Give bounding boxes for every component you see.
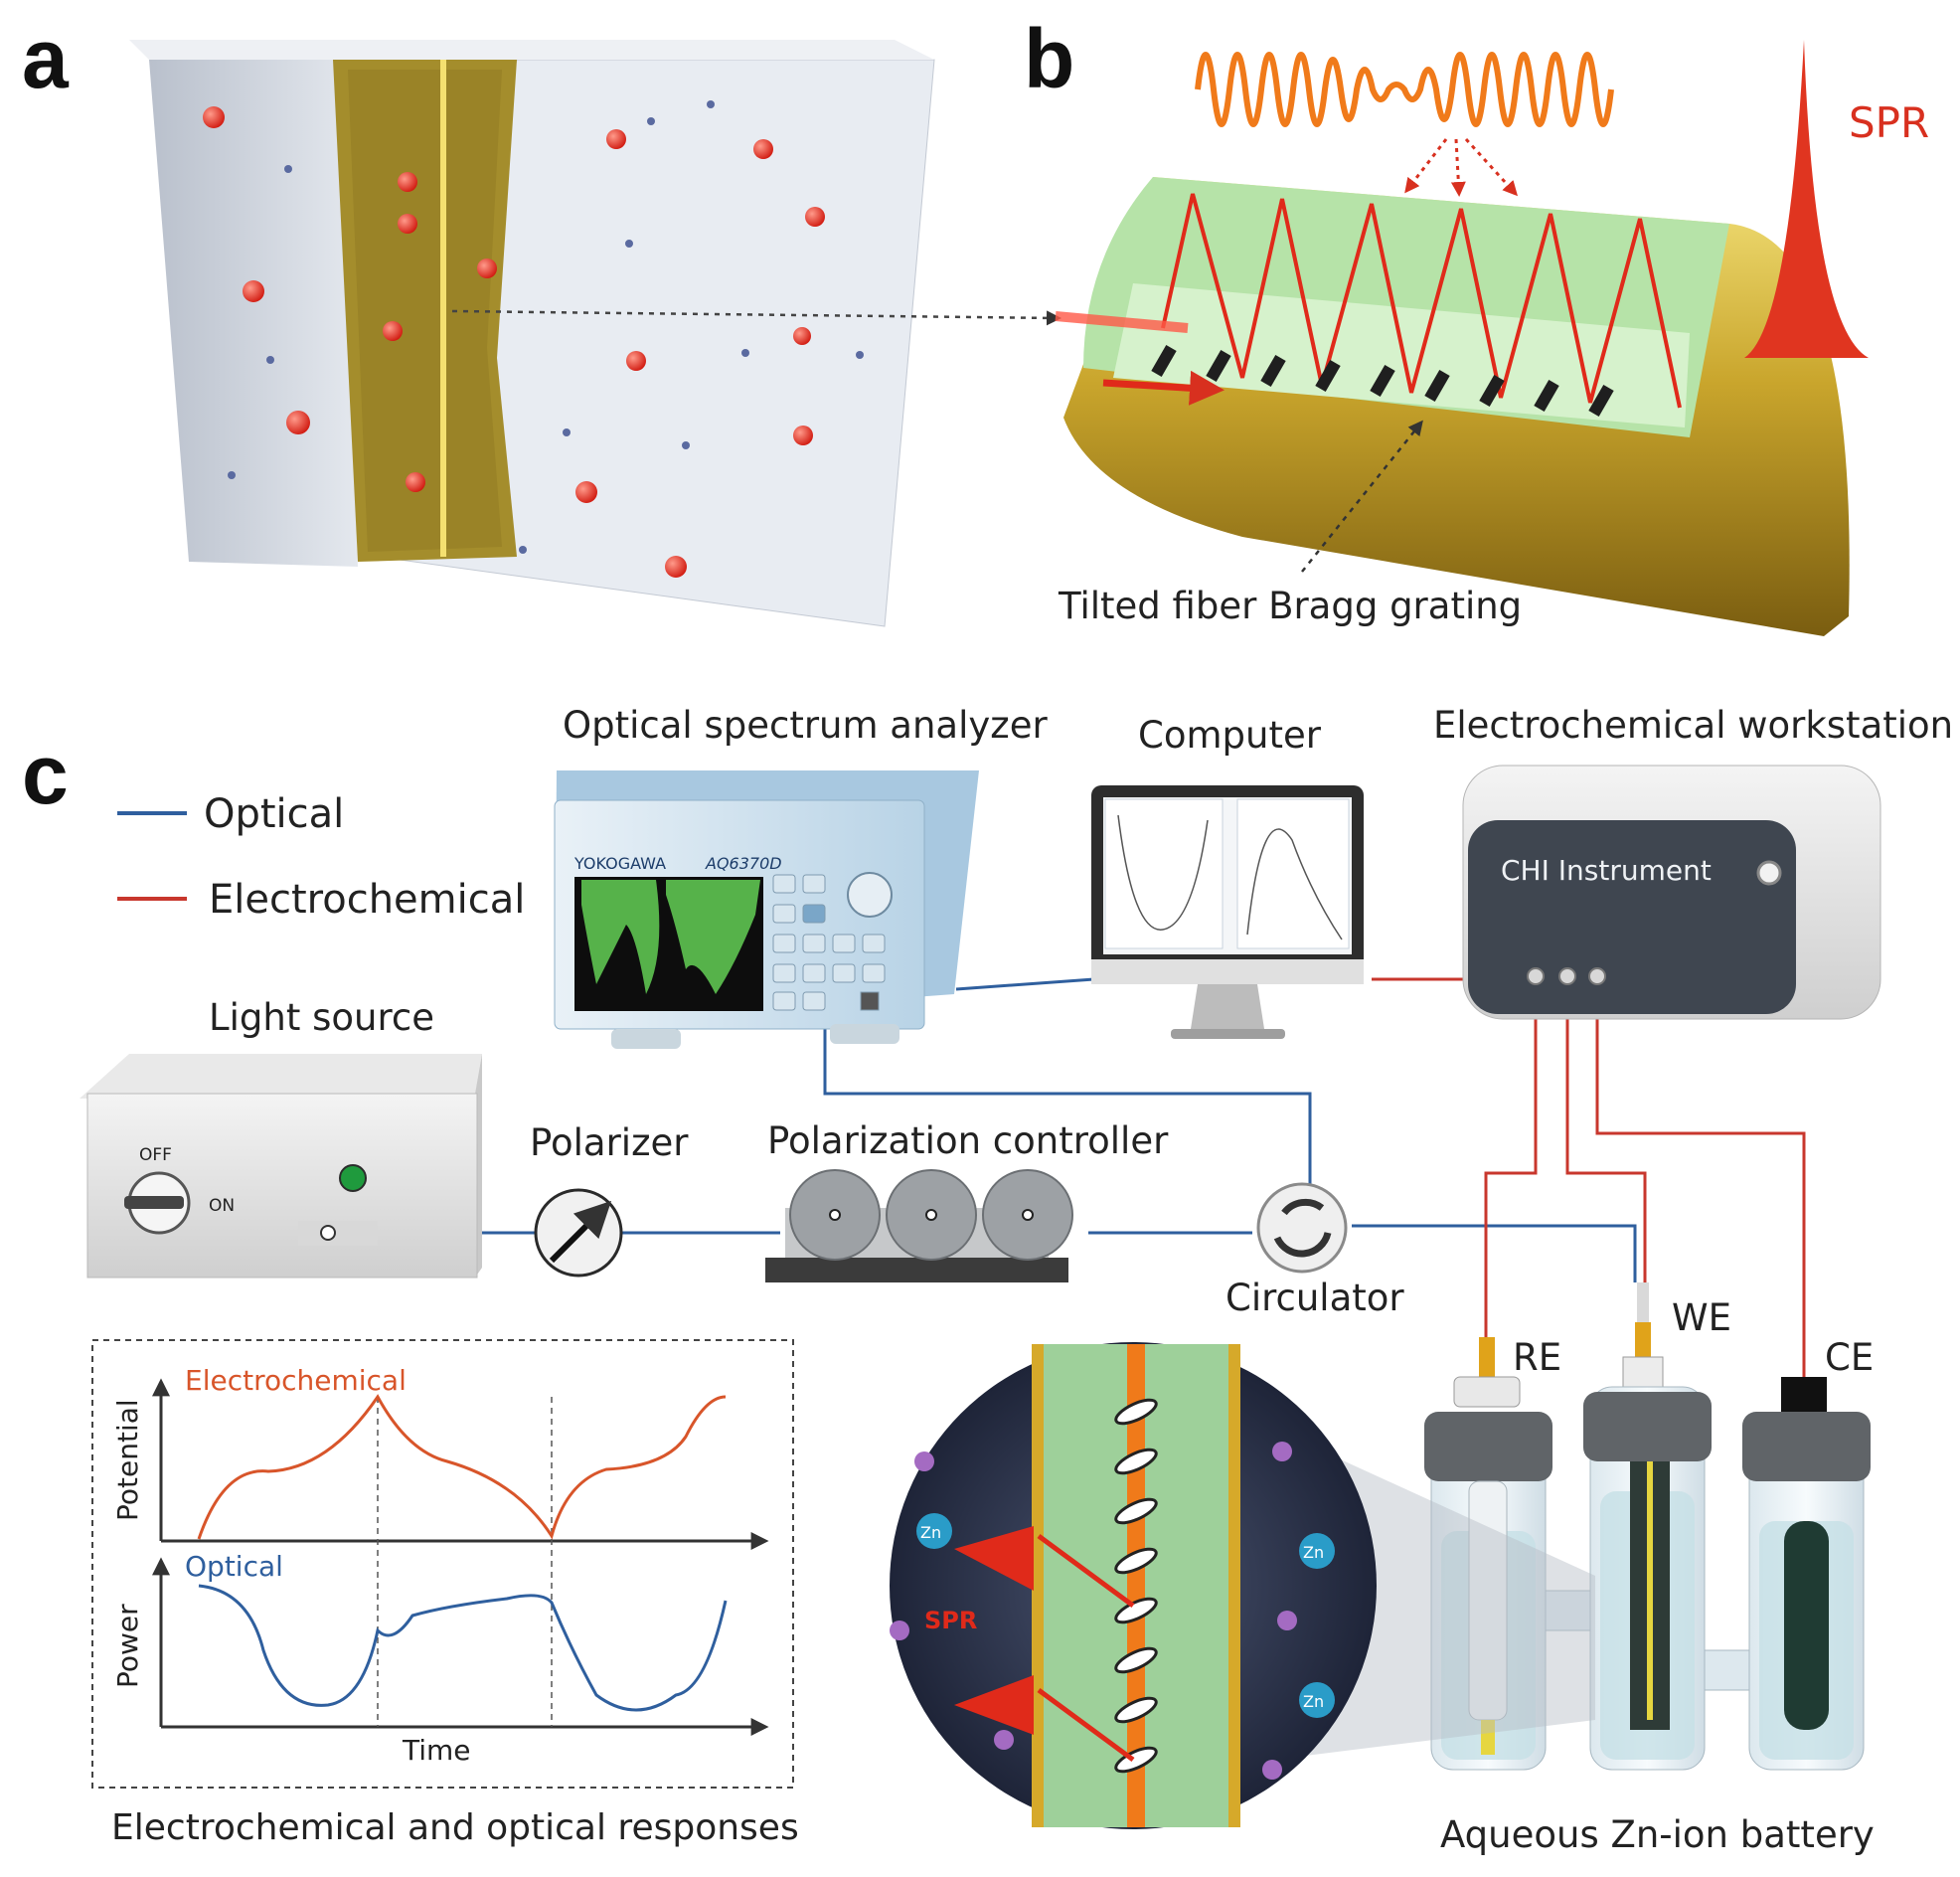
zn-ion-right-1: Zn — [1303, 1543, 1324, 1562]
osa-knob — [847, 872, 893, 918]
polarizer — [534, 1188, 623, 1278]
we-label: WE — [1672, 1296, 1731, 1339]
panel-a: a — [22, 12, 1062, 627]
osa-keypad — [772, 874, 886, 1011]
spr-peak — [1744, 40, 1869, 358]
power-axis-label: Power — [111, 1604, 144, 1688]
legend: Optical Electrochemical — [117, 791, 525, 923]
electrochemical-curve — [197, 1394, 727, 1540]
reference-electrode — [1453, 1337, 1521, 1408]
re-label: RE — [1513, 1336, 1561, 1379]
spr-wedge-lower — [954, 1675, 1034, 1735]
input-beam — [1055, 311, 1189, 333]
electrochemical-workstation: CHI Instrument — [1462, 765, 1881, 1020]
workstation-led — [1756, 860, 1782, 886]
response-plots: Electrochemical Optical Potential Power … — [91, 1339, 794, 1789]
propagation-arrow — [1102, 370, 1225, 406]
three-electrode-cell — [1424, 1386, 1871, 1771]
electrode-slab-left — [149, 60, 358, 567]
panel-letter-a: a — [22, 12, 70, 105]
computer-label: Computer — [1138, 714, 1322, 757]
osa-brand: YOKOGAWA — [573, 854, 666, 873]
osa-title: Optical spectrum analyzer — [563, 704, 1048, 747]
wave-to-fiber-arrows — [1404, 137, 1519, 197]
zn-ion-right-2: Zn — [1303, 1692, 1324, 1711]
light-source-box: OFF ON — [80, 1054, 482, 1279]
workstation-brand: CHI Instrument — [1501, 854, 1712, 887]
response-caption: Electrochemical and optical responses — [111, 1807, 799, 1848]
switch-on-label: ON — [209, 1196, 235, 1216]
spr-wedge-upper — [954, 1526, 1034, 1591]
plot-optical-label: Optical — [185, 1550, 283, 1583]
zoom-spr-label: SPR — [924, 1607, 977, 1634]
panel-letter-b: b — [1024, 12, 1074, 105]
time-axis-label: Time — [402, 1734, 471, 1767]
legend-optical-label: Optical — [204, 791, 344, 837]
fiber-port — [320, 1225, 336, 1241]
spr-label: SPR — [1849, 98, 1929, 147]
optical-curve — [198, 1584, 728, 1712]
potential-axis-label: Potential — [111, 1399, 144, 1521]
computer-monitor — [1091, 785, 1364, 1039]
circulator-label: Circulator — [1225, 1277, 1404, 1319]
optical-spectrum-analyzer: YOKOGAWA AQ6370D — [554, 770, 979, 1049]
working-electrode — [1622, 1282, 1664, 1398]
switch-off-label: OFF — [139, 1145, 172, 1165]
zoom-link-arrow — [451, 309, 1062, 326]
battery-label: Aqueous Zn-ion battery — [1440, 1813, 1875, 1856]
zigzag-light-path — [1161, 193, 1682, 409]
spectrum-wave — [1195, 52, 1614, 127]
osa-screen-spectrum — [581, 880, 760, 994]
electrochemical-wiring — [1372, 977, 1806, 1377]
workstation-title: Electrochemical workstation — [1433, 704, 1953, 747]
polarization-controller — [765, 1169, 1073, 1282]
panel-c: c Optical Electrochemical Optical spectr… — [22, 704, 1953, 1856]
osa-model: AQ6370D — [705, 854, 782, 873]
slab-top-face — [129, 40, 934, 60]
interface-zoom-circle: SPR Zn Zn Zn — [890, 1342, 1377, 1829]
ion-particles — [203, 100, 864, 578]
panel-b: b SPR Tilted fiber Bragg g — [1024, 12, 1929, 636]
circulator — [1256, 1182, 1348, 1274]
gold-film-texture — [348, 70, 502, 552]
light-source-label: Light source — [209, 996, 434, 1039]
zn-ion-left: Zn — [920, 1523, 941, 1542]
legend-electro-label: Electrochemical — [209, 877, 525, 923]
polarization-controller-label: Polarization controller — [767, 1119, 1169, 1162]
grating-label: Tilted fiber Bragg grating — [1058, 585, 1522, 627]
panel-letter-c: c — [22, 728, 69, 821]
zoom-grating-planes — [1114, 1398, 1158, 1774]
power-indicator — [339, 1164, 367, 1192]
ce-label: CE — [1825, 1336, 1874, 1379]
plot-electro-label: Electrochemical — [185, 1364, 407, 1397]
polarizer-label: Polarizer — [530, 1121, 689, 1164]
